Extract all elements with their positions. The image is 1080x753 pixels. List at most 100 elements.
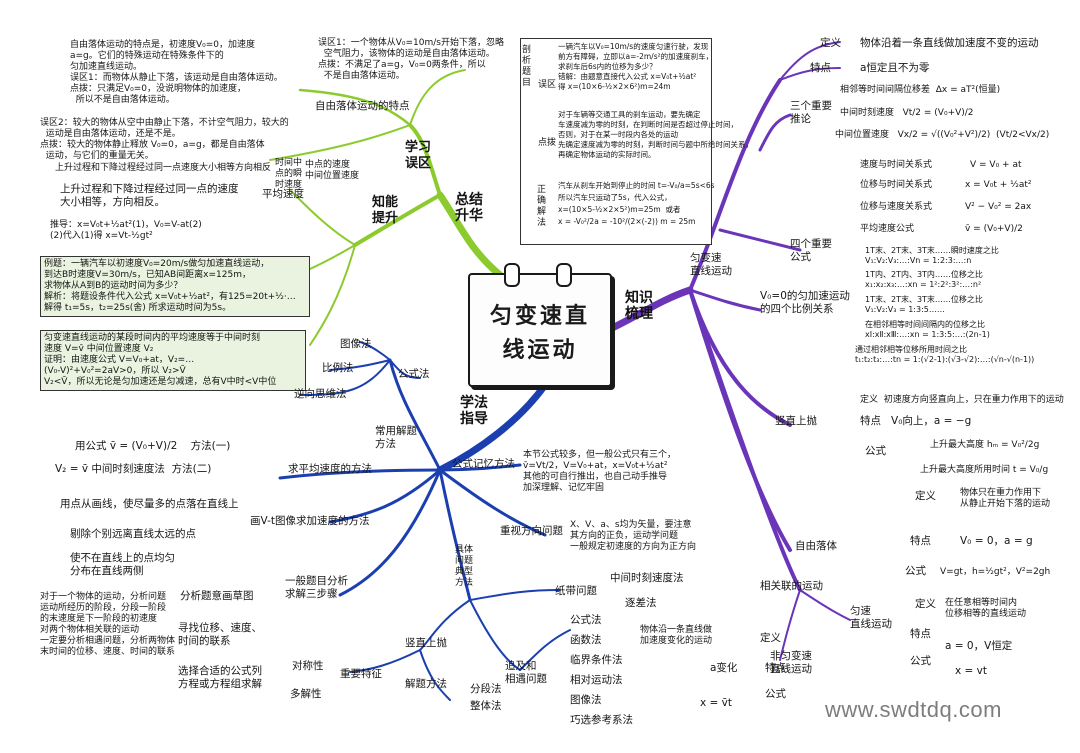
- knowledge-non-uniform: 非匀变速 直线运动: [770, 650, 812, 675]
- tools-vt-note1: 用点从画线，使尽量多的点落在直线上: [60, 498, 239, 510]
- knowledge-uniform-linear: 匀速 直线运动: [850, 605, 892, 630]
- summary-mistakes-label: 学习 误区: [405, 140, 432, 171]
- knowledge-f1-label: 速度与时间关系式: [860, 160, 933, 170]
- tools-branch-reverse: [299, 359, 391, 396]
- knowledge-definition: 定义: [820, 37, 841, 49]
- knowledge-vu-f1: 上升最大高度 hₘ = V₀²/2g: [930, 440, 1040, 450]
- knowledge-f4: v̄ = (V₀+V)/2: [965, 224, 1023, 234]
- knowledge-branches: [604, 41, 851, 661]
- tools-split-method: 分段法: [470, 683, 502, 695]
- tools-branch-avg: [278, 468, 442, 480]
- knowledge-ff-formula: 公式: [905, 565, 926, 577]
- tools-paper-tape: 纸带问题: [555, 585, 597, 597]
- tools-steps-2: 寻找位移、速度、 时间的联系: [178, 622, 262, 647]
- tools-vt-note2: 剔除个别远离直线太远的点: [70, 528, 196, 540]
- correct-solution-solution-label: 正确解法: [537, 185, 547, 228]
- knowledge-f2: x = V₀t + ½at²: [965, 180, 1032, 190]
- summary-formula-note: 推导：x=V₀t+½at²(1)，V₀=V-at(2) (2)代入(1)得 x=…: [50, 220, 202, 241]
- tools-branch-typical: [438, 468, 472, 602]
- knowledge-branch-title: 知识 梳理: [625, 290, 653, 322]
- knowledge-zero-start: V₀=0的匀加速运动 的四个比例关系: [760, 290, 850, 315]
- summary-branch-mistake2: [269, 124, 411, 161]
- summary-upgrade-note: 上升过程和下降过程经过同一点的速度 大小相等，方向相反。: [60, 183, 239, 208]
- tools-branch-graph: [359, 341, 391, 361]
- knowledge-branch-inferences: [758, 113, 792, 152]
- tools-formula-method: 公式法: [398, 368, 430, 380]
- knowledge-branch-nonuniform: [779, 589, 801, 661]
- knowledge-four-formulas: 四个重要 公式: [790, 238, 832, 263]
- tools-general-steps: 一般题目分析 求解三步骤: [285, 575, 348, 600]
- knowledge-feature-text: a恒定且不为零: [860, 62, 930, 74]
- tools-avg-speed-method: 求平均速度的方法: [288, 463, 372, 475]
- summary-branches: [199, 69, 504, 346]
- summary-example2: 匀变速直线运动的某段时间内的平均速度等于中间时刻 速度 V=v̄ 中间位置速度 …: [40, 330, 306, 391]
- tools-branch-memory: [438, 463, 522, 472]
- tools-paper-tape-1: 中间时刻速度法: [610, 572, 684, 584]
- knowledge-vertical-up: 竖直上抛: [775, 415, 817, 427]
- summary-freefall-desc: 自由落体运动的特点是，初速度V₀=0，加速度 a=g。它们的特殊运动在特殊条件下…: [70, 40, 283, 105]
- knowledge-ff-feature-text: V₀ = 0，a = g: [960, 535, 1033, 547]
- knowledge-r2: 1T内、2T内、3T内……位移之比 x₁:x₂:x₃:…:xn = 1²:2²:…: [865, 270, 983, 289]
- correct-solution-point-text: 对于车辆等交通工具的刹车运动，要先确定 车速度减为零的时刻，在判断时间是否超过停…: [558, 110, 753, 159]
- knowledge-ff-feature: 特点: [910, 535, 931, 547]
- center-topic-card: 匀变速直 线运动: [468, 263, 612, 387]
- correct-solution-frame: [520, 38, 712, 245]
- tools-graph-method: 图像法: [340, 338, 372, 350]
- tools-main-branch: [436, 381, 549, 474]
- knowledge-mid-time: 中间时刻速度 Vt/2 = (V₀+V)/2: [840, 108, 974, 118]
- knowledge-ul-def: 定义: [915, 598, 936, 610]
- knowledge-branch-definition: [779, 41, 841, 81]
- knowledge-ff-formula-text: V=gt，h=½gt²，V²=2gh: [940, 567, 1051, 577]
- knowledge-ff-def: 定义: [915, 490, 936, 502]
- knowledge-nu-formula-text: x = v̄t: [700, 697, 733, 709]
- knowledge-r1: 1T末、2T末、3T末……瞬时速度之比 V₁:V₂:V₃:…:Vn = 1:2:…: [865, 246, 999, 265]
- tools-direction-issue: 重视方向问题: [500, 525, 563, 537]
- knowledge-branch-ratios: [688, 288, 762, 312]
- knowledge-ul-feature-text: a = 0，V恒定: [945, 640, 1013, 652]
- tools-paper-tape-2: 逐差法: [625, 597, 657, 609]
- summary-avg-speed: 平均速度: [262, 188, 304, 200]
- tools-typical-methods: 具体 问题 典型 方法: [455, 545, 474, 588]
- watermark: www.swdtdq.com: [825, 697, 1002, 722]
- knowledge-mid-pos: 中间位置速度 Vx/2 = √((V₀²+V²)/2) (Vt/2<Vx/2): [835, 130, 1050, 140]
- summary-midtime-speed: 时间中 点的瞬 时速度: [275, 158, 303, 190]
- tools-pursuit-methods: 公式法 函数法 临界条件法 相对运动法 图像法 巧选参考系法: [570, 614, 633, 726]
- tools-avg-formula-1: 用公式 v̄ = (V₀+V)/2 方法(一): [75, 440, 231, 452]
- knowledge-uniform: 匀变速 直线运动: [690, 252, 732, 277]
- tools-branch-papertape: [469, 589, 561, 601]
- summary-example1: 例题：一辆汽车以初速度V₀=20m/s做匀加速直线运动， 到达B时速度V=30m…: [40, 256, 310, 317]
- summary-branch-mistake1: [409, 69, 466, 126]
- knowledge-ul-formula: 公式: [910, 655, 931, 667]
- knowledge-definition-text: 物体沿着一条直线做加速度不变的运动: [860, 37, 1039, 49]
- tools-branch-steps: [338, 468, 442, 597]
- knowledge-f4-label: 平均速度公式: [860, 224, 915, 234]
- knowledge-vu-formula: 公式: [865, 445, 886, 457]
- knowledge-branch-related: [688, 288, 802, 592]
- knowledge-nu-feature-text: a变化: [710, 662, 738, 674]
- knowledge-nu-feature: 特点: [765, 662, 786, 674]
- tools-branch-features: [349, 649, 421, 673]
- tools-branch-formula: [389, 359, 421, 379]
- knowledge-nu-formula: 公式: [765, 688, 786, 700]
- center-title: 匀变速直 线运动: [489, 303, 590, 363]
- knowledge-vu-def: 定义 初速度方向竖直向上，只在重力作用下的运动: [860, 395, 1064, 405]
- tools-direction-text: X、V、a、s均为矢量，要注意 其方向的正负，运动学问题 一般规定初速度的方向为…: [570, 520, 697, 552]
- knowledge-branch-formulas: [718, 228, 802, 252]
- tools-branch-vt: [328, 468, 442, 524]
- knowledge-ul-formula-text: x = vt: [955, 665, 988, 677]
- tools-formula-memory: 公式记忆方法: [452, 458, 515, 470]
- knowledge-nu-text: 物体沿一条直线做 加速度变化的运动: [640, 625, 713, 646]
- summary-branch-example: [309, 244, 356, 346]
- knowledge-ul-def-text: 在任意相等时间内 位移相等的直线运动: [945, 598, 1027, 619]
- tools-vt-note3: 使不在直线上的点均匀 分布在直线两侧: [70, 552, 175, 577]
- tools-multi-solution: 多解性: [290, 688, 322, 700]
- tools-pursuit: 追及和 相遇问题: [505, 660, 547, 685]
- tools-branch-solve: [419, 649, 451, 701]
- summary-freefall-trait: 自由落体运动的特点: [315, 100, 410, 112]
- summary-branch-midtime: [289, 189, 356, 246]
- tools-vt-graph: 画V-t图像求加速度的方法: [250, 515, 370, 527]
- knowledge-related: 相关联的运动: [760, 580, 823, 592]
- tools-steps-text: 对于一个物体的运动，分析问题 运动所经历的阶段，分段一阶段 的末速度是下一阶段的…: [40, 592, 176, 657]
- tools-branch-ratio: [329, 359, 391, 371]
